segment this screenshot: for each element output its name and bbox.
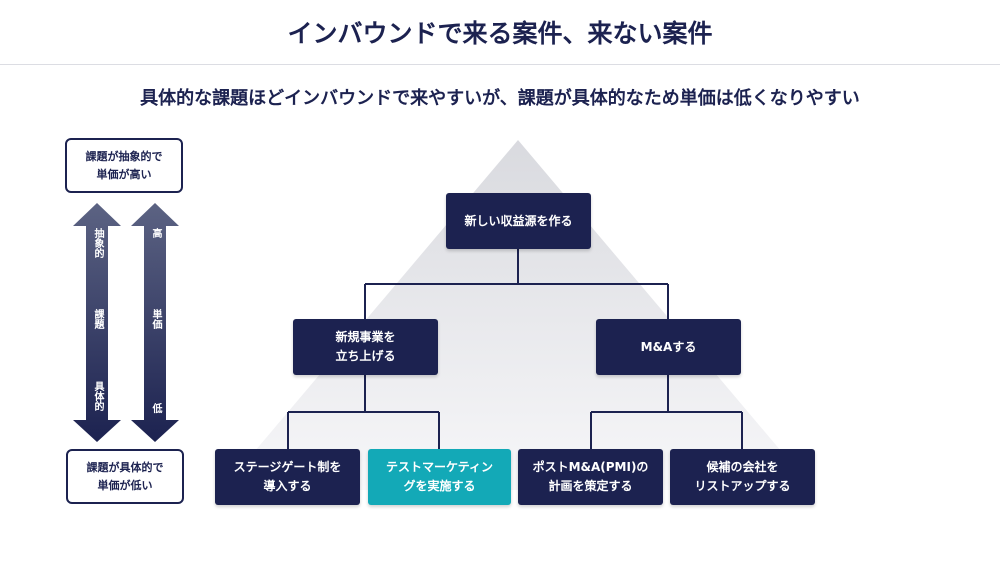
- arrow-label-price: 単価: [150, 309, 161, 329]
- node-candidate-list: 候補の会社を リストアップする: [670, 449, 815, 505]
- price-arrow: [131, 203, 179, 442]
- arrow-label-concrete: 具体的: [92, 381, 103, 411]
- node-new-business: 新規事業を 立ち上げる: [293, 319, 438, 375]
- page-subtitle: 具体的な課題ほどインバウンドで来やすいが、課題が具体的なため単価は低くなりやすい: [140, 88, 860, 109]
- node-m-and-a: M&Aする: [596, 319, 741, 375]
- arrow-label-low: 低: [150, 403, 161, 413]
- pyramid-background: [222, 140, 814, 490]
- node-pmi-plan: ポストM&A(PMI)の 計画を策定する: [518, 449, 663, 505]
- title-divider: [0, 64, 1000, 65]
- legend-box-abstract-high: 課題が抽象的で 単価が高い: [65, 138, 183, 193]
- legend-box-concrete-low: 課題が具体的で 単価が低い: [66, 449, 184, 504]
- page-title: インバウンドで来る案件、来ない案件: [287, 19, 713, 48]
- abstract-concrete-arrow: [73, 203, 121, 442]
- node-test-marketing: テストマーケティン グを実施する: [368, 449, 511, 505]
- arrow-label-high: 高: [150, 228, 161, 238]
- tree-connectors: [287, 249, 743, 449]
- node-root-new-revenue: 新しい収益源を作る: [446, 193, 591, 249]
- arrow-label-issue: 課題: [92, 309, 103, 329]
- node-stage-gate: ステージゲート制を 導入する: [215, 449, 360, 505]
- arrow-label-abstract: 抽象的: [92, 228, 103, 258]
